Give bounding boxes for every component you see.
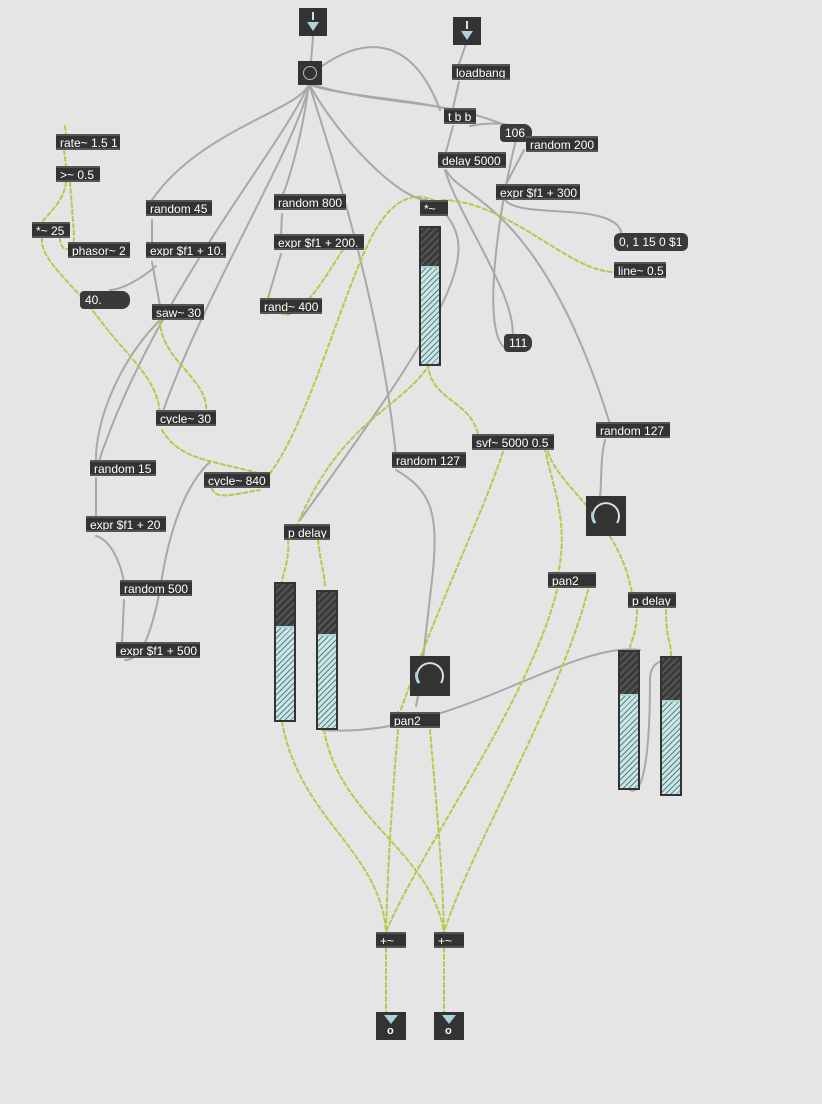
sum-left-object[interactable]: +~ — [376, 932, 406, 948]
left-outlet[interactable]: o — [376, 1012, 406, 1040]
svf-filter-object[interactable]: svf~ 5000 0.5 — [472, 434, 554, 450]
random-200-object[interactable]: random 200 — [526, 136, 598, 152]
expr-300-object[interactable]: expr $f1 + 300 — [496, 184, 580, 200]
multiply-object[interactable]: *~ — [420, 200, 448, 216]
bang-button[interactable] — [298, 61, 322, 85]
right-outlet[interactable]: o — [434, 1012, 464, 1040]
dial-icon — [591, 502, 620, 524]
saw-object[interactable]: saw~ 30 — [152, 304, 204, 320]
random-800-object[interactable]: random 800 — [274, 194, 346, 210]
number-box-106[interactable]: 106 — [500, 124, 532, 142]
multiply-25-object[interactable]: *~ 25 — [32, 222, 70, 238]
rand-noise-object[interactable]: rand~ 400 — [260, 298, 322, 314]
random-45-object[interactable]: random 45 — [146, 200, 212, 216]
trigger-object[interactable]: t b b — [444, 108, 476, 124]
delay-subpatch-left[interactable]: p delay — [284, 524, 330, 540]
number-box-111[interactable]: 111 — [504, 334, 532, 352]
rate-object[interactable]: rate~ 1.5 1 — [56, 134, 120, 150]
meter-delay-right-b[interactable] — [660, 656, 682, 796]
meter-gain[interactable] — [419, 226, 441, 366]
number-box-40[interactable]: 40. — [80, 291, 130, 309]
expr-10-object[interactable]: expr $f1 + 10. — [146, 242, 226, 258]
meter-delay-left-b[interactable] — [316, 590, 338, 730]
bang-icon — [303, 66, 317, 80]
meter-delay-right-a[interactable] — [618, 650, 640, 790]
pan2-right-object[interactable]: pan2 — [548, 572, 596, 588]
random-500-object[interactable]: random 500 — [120, 580, 192, 596]
pan2-left-object[interactable]: pan2 — [390, 712, 440, 728]
left-inlet[interactable] — [299, 8, 327, 36]
random-127-right-object[interactable]: random 127 — [596, 422, 670, 438]
threshold-object[interactable]: >~ 0.5 — [56, 166, 100, 182]
dial-icon — [415, 662, 444, 684]
expr-20-object[interactable]: expr $f1 + 20 — [86, 516, 166, 532]
ramp-message[interactable]: 0, 1 15 0 $1 — [614, 233, 688, 251]
expr-200-object[interactable]: expr $f1 + 200. — [274, 234, 364, 250]
cycle-840-object[interactable]: cycle~ 840 — [204, 472, 270, 488]
random-15-object[interactable]: random 15 — [90, 460, 156, 476]
meter-delay-left-a[interactable] — [274, 582, 296, 722]
expr-500-object[interactable]: expr $f1 + 500 — [116, 642, 200, 658]
random-127-left-object[interactable]: random 127 — [392, 452, 466, 468]
pan-dial-right[interactable] — [586, 496, 626, 536]
sum-right-object[interactable]: +~ — [434, 932, 464, 948]
delay-subpatch-right[interactable]: p delay — [628, 592, 676, 608]
loadbang-object[interactable]: loadbang — [452, 64, 510, 80]
right-inlet[interactable] — [453, 17, 481, 45]
line-object[interactable]: line~ 0.5 — [614, 262, 666, 278]
phasor-object[interactable]: phasor~ 2 — [68, 242, 130, 258]
cycle-30-object[interactable]: cycle~ 30 — [156, 410, 216, 426]
delay-5000-object[interactable]: delay 5000 — [438, 152, 506, 168]
pan-dial-left[interactable] — [410, 656, 450, 696]
